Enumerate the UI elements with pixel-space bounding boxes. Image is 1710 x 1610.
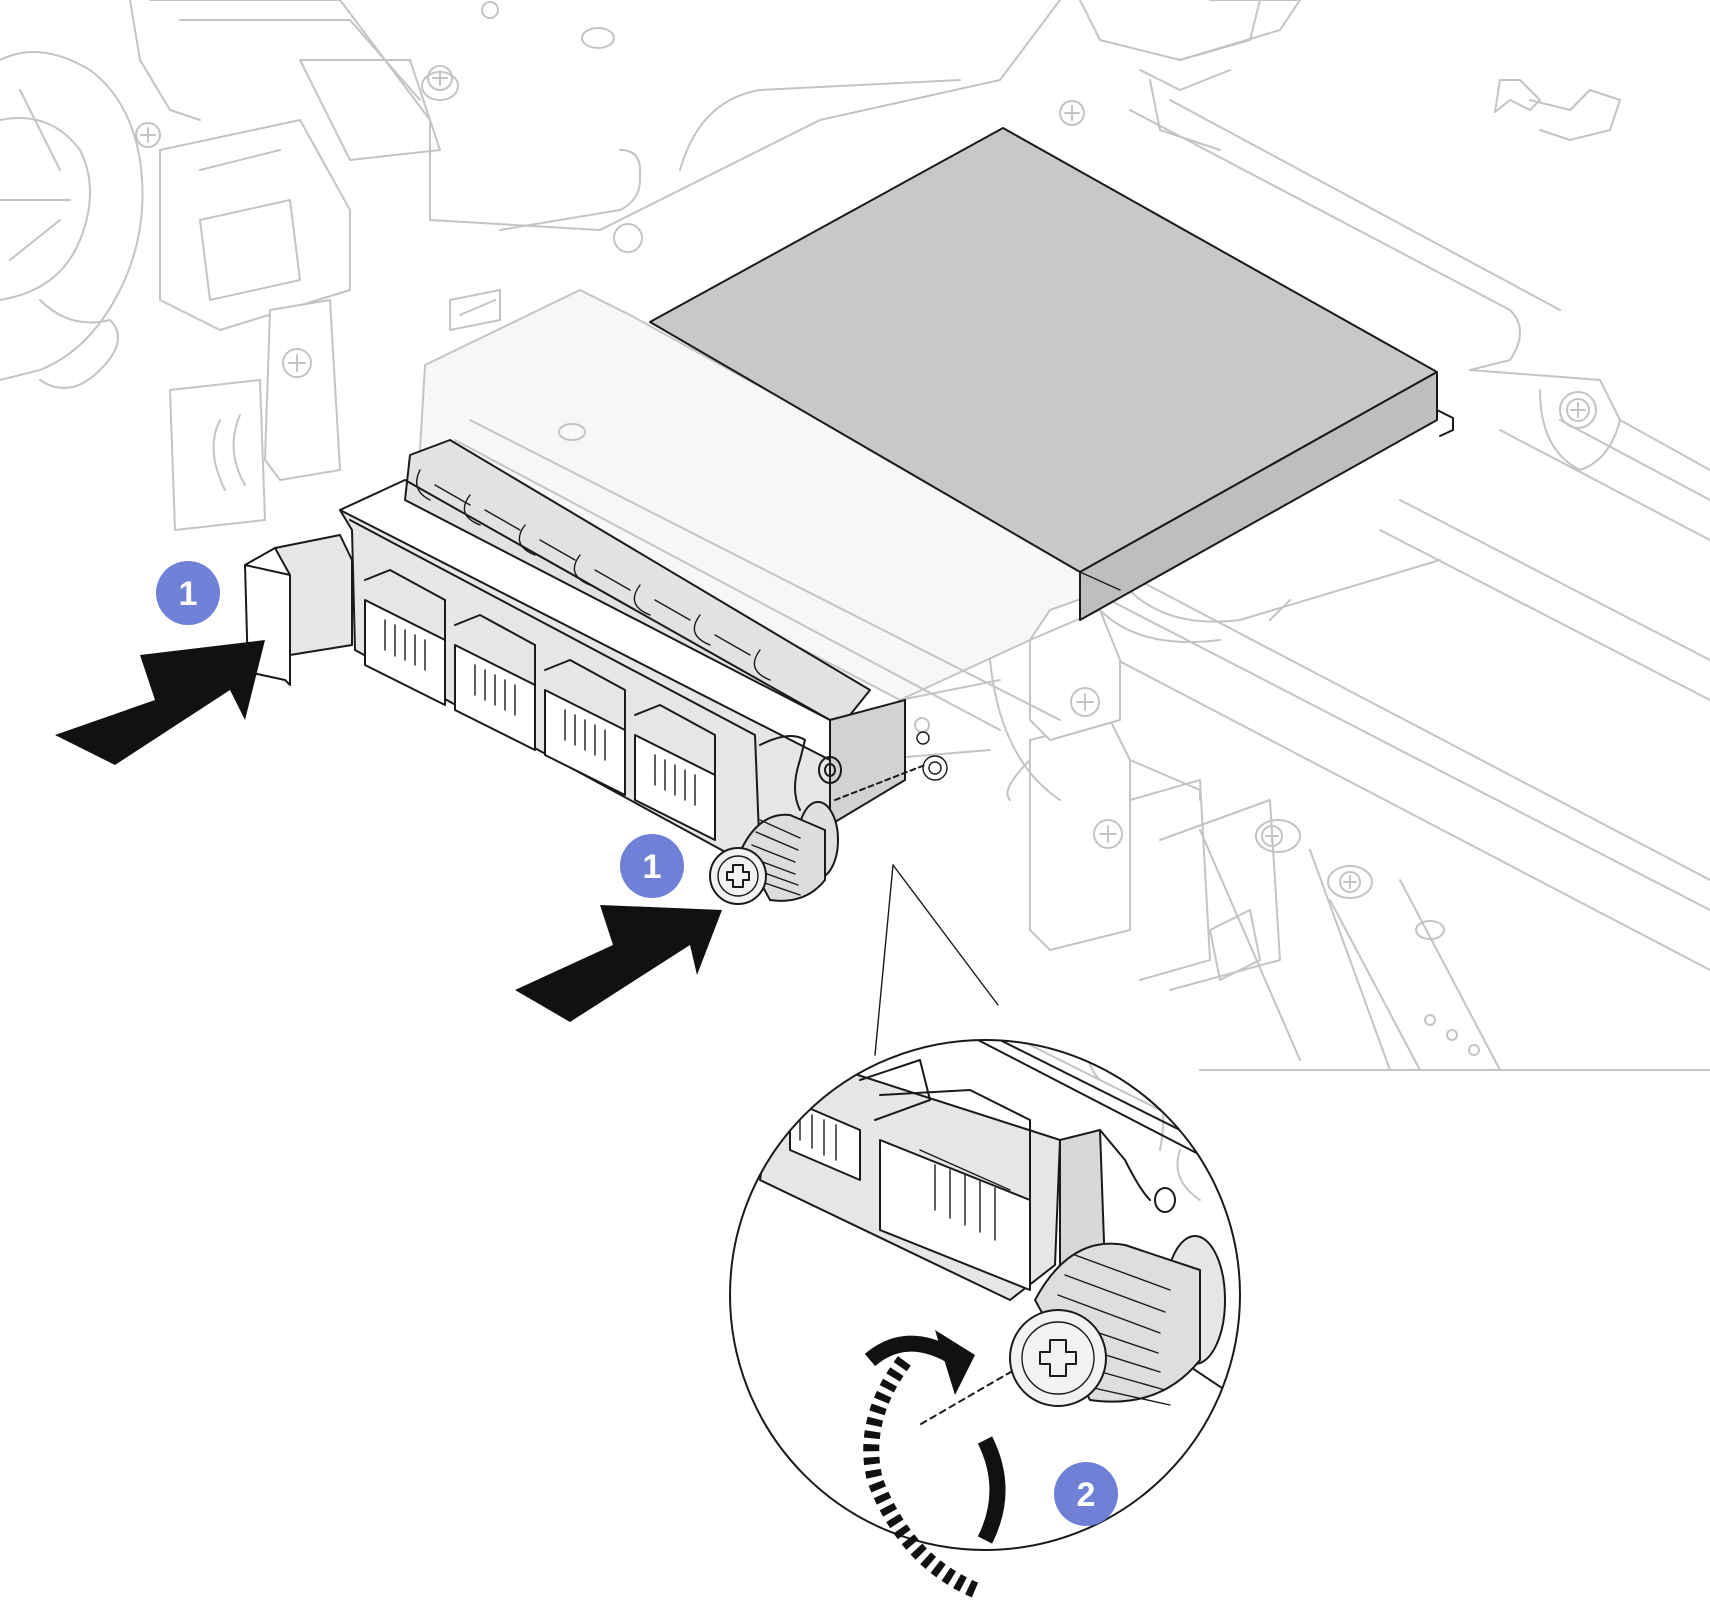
callout-badge-step-1-tab: 1: [156, 561, 220, 625]
callout-label: 1: [643, 848, 662, 886]
callout-badge-step-1-screw: 1: [620, 834, 684, 898]
rj45-port: [544, 659, 626, 796]
rj45-port: [454, 614, 536, 751]
chassis-screw: [1059, 100, 1085, 126]
chassis-screw: [1255, 819, 1301, 853]
chassis-screw: [1559, 391, 1597, 429]
push-arrow-icon: [55, 640, 265, 765]
chassis-screw: [1327, 865, 1373, 899]
chassis-screw: [421, 65, 459, 101]
vent-ribs: [416, 469, 771, 681]
push-arrow-icon: [515, 905, 722, 1022]
zoom-inset: 2: [729, 1039, 1241, 1598]
network-port-bracket: [339, 439, 948, 861]
callout-label: 1: [179, 575, 198, 613]
server-chassis: [0, 0, 1710, 1071]
chassis-screw: [135, 122, 161, 148]
callout-badge-step-2-tighten: 2: [1054, 1462, 1118, 1526]
fan-module: [0, 0, 201, 389]
ocp-module-body: [649, 127, 1454, 621]
callout-label: 2: [1077, 1476, 1096, 1514]
rotate-clockwise-icon: [863, 1330, 1006, 1598]
release-tab: [244, 534, 353, 686]
rj45-port: [364, 569, 446, 706]
thumbscrew-icon: [709, 764, 926, 905]
rj45-port: [634, 704, 716, 841]
zoom-leader-lines: [874, 864, 999, 1056]
